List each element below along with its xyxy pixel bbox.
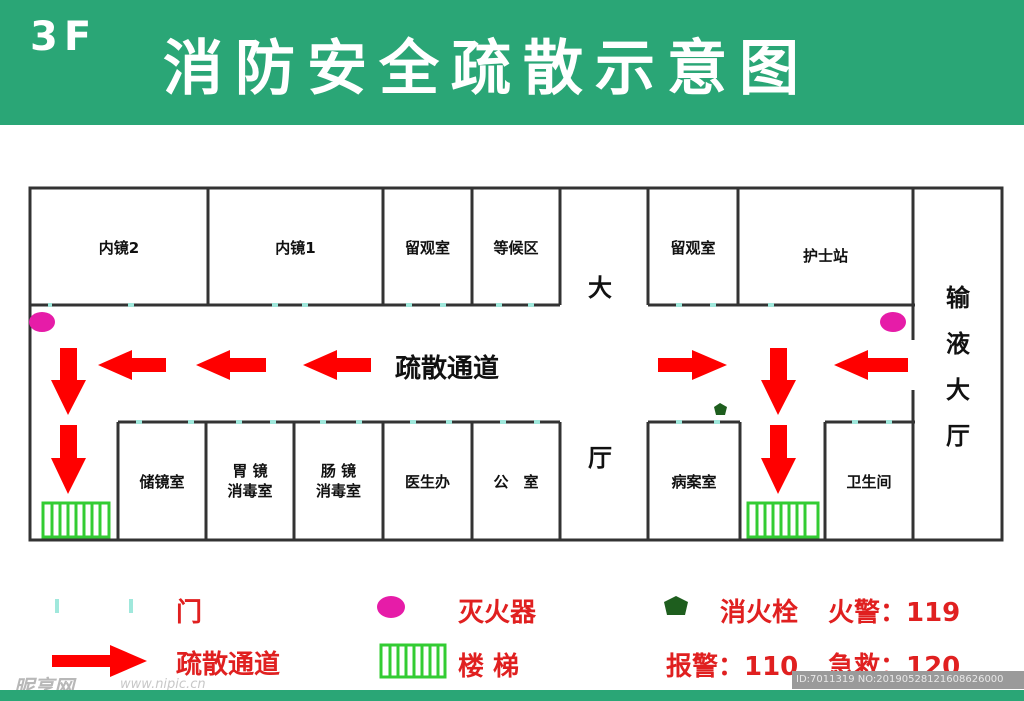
room-waiting-area: 等候区 xyxy=(493,239,539,257)
arrow-right-icon xyxy=(658,350,727,380)
fire-phone-number: 火警：119 xyxy=(828,598,961,628)
legend-extinguisher-icon xyxy=(377,596,405,618)
room-label-line: 肠 镜 xyxy=(320,462,357,480)
hydrant-icon xyxy=(714,403,727,415)
infusion-hall-label: 输 xyxy=(946,284,970,312)
legend-extinguisher-label: 灭火器 xyxy=(458,598,537,628)
arrow-left-icon xyxy=(834,350,908,380)
extinguisher-icon xyxy=(29,312,55,332)
evacuation-arrows xyxy=(51,348,908,494)
room-office: 公 室 xyxy=(493,473,539,491)
legend-door-label: 门 xyxy=(176,598,203,628)
arrow-left-icon xyxy=(196,350,266,380)
room-label-line: 消毒室 xyxy=(227,482,273,500)
arrow-down-icon xyxy=(51,425,86,494)
title-banner: 3F 消防安全疏散示意图 xyxy=(0,0,1024,125)
arrow-left-icon xyxy=(98,350,166,380)
room-records: 病案室 xyxy=(671,473,717,491)
infusion-hall-label: 液 xyxy=(946,330,970,358)
room-endoscope-1: 内镜1 xyxy=(275,239,316,257)
legend-hydrant-icon xyxy=(664,596,688,615)
room-observation-right: 留观室 xyxy=(670,239,716,257)
extinguisher-icon xyxy=(880,312,906,332)
room-nurse-station: 护士站 xyxy=(802,247,848,265)
infusion-hall-label: 厅 xyxy=(946,422,970,450)
room-doctor-office: 医生办 xyxy=(404,473,450,491)
page-title: 消防安全疏散示意图 xyxy=(163,34,811,104)
doors xyxy=(48,303,892,424)
room-gastroscope-disinfection: 胃 镜 消毒室 xyxy=(206,461,294,501)
arrow-down-icon xyxy=(761,348,796,415)
room-colonoscope-disinfection: 肠 镜 消毒室 xyxy=(294,461,383,501)
stairs-icon xyxy=(41,501,111,539)
room-endoscope-2: 内镜2 xyxy=(98,239,140,257)
stairs-icon xyxy=(746,501,820,539)
corridor-label: 疏散通道 xyxy=(395,354,500,384)
footer-bar xyxy=(0,690,1024,701)
arrow-down-icon xyxy=(761,425,796,494)
room-label-line: 胃 镜 xyxy=(232,462,268,480)
legend-stairs-icon xyxy=(379,643,447,679)
police-phone-number: 报警：110 xyxy=(666,652,799,682)
arrow-down-icon xyxy=(51,348,86,415)
legend-door-icon xyxy=(55,599,133,613)
room-label-line: 消毒室 xyxy=(315,482,361,500)
legend-arrow-icon xyxy=(52,645,147,677)
legend-stairs-label: 楼 梯 xyxy=(458,652,520,682)
legend-hydrant-label: 消火栓 xyxy=(720,598,799,628)
hall-label-top: 大 xyxy=(588,274,612,302)
hall-label-bottom: 厅 xyxy=(588,444,612,472)
floor-label: 3F xyxy=(30,14,98,60)
room-storage: 储镜室 xyxy=(139,473,185,491)
outer-wall xyxy=(28,186,1004,542)
infusion-hall-label: 大 xyxy=(946,376,970,404)
room-restroom: 卫生间 xyxy=(846,473,892,491)
arrow-left-icon xyxy=(303,350,371,380)
watermark-id: ID:7011319 NO:20190528121608626000 xyxy=(792,671,1024,689)
room-observation-left: 留观室 xyxy=(404,239,450,257)
watermark-url: www.nipic.cn xyxy=(120,677,206,692)
legend-evacuation-label: 疏散通道 xyxy=(176,650,281,680)
